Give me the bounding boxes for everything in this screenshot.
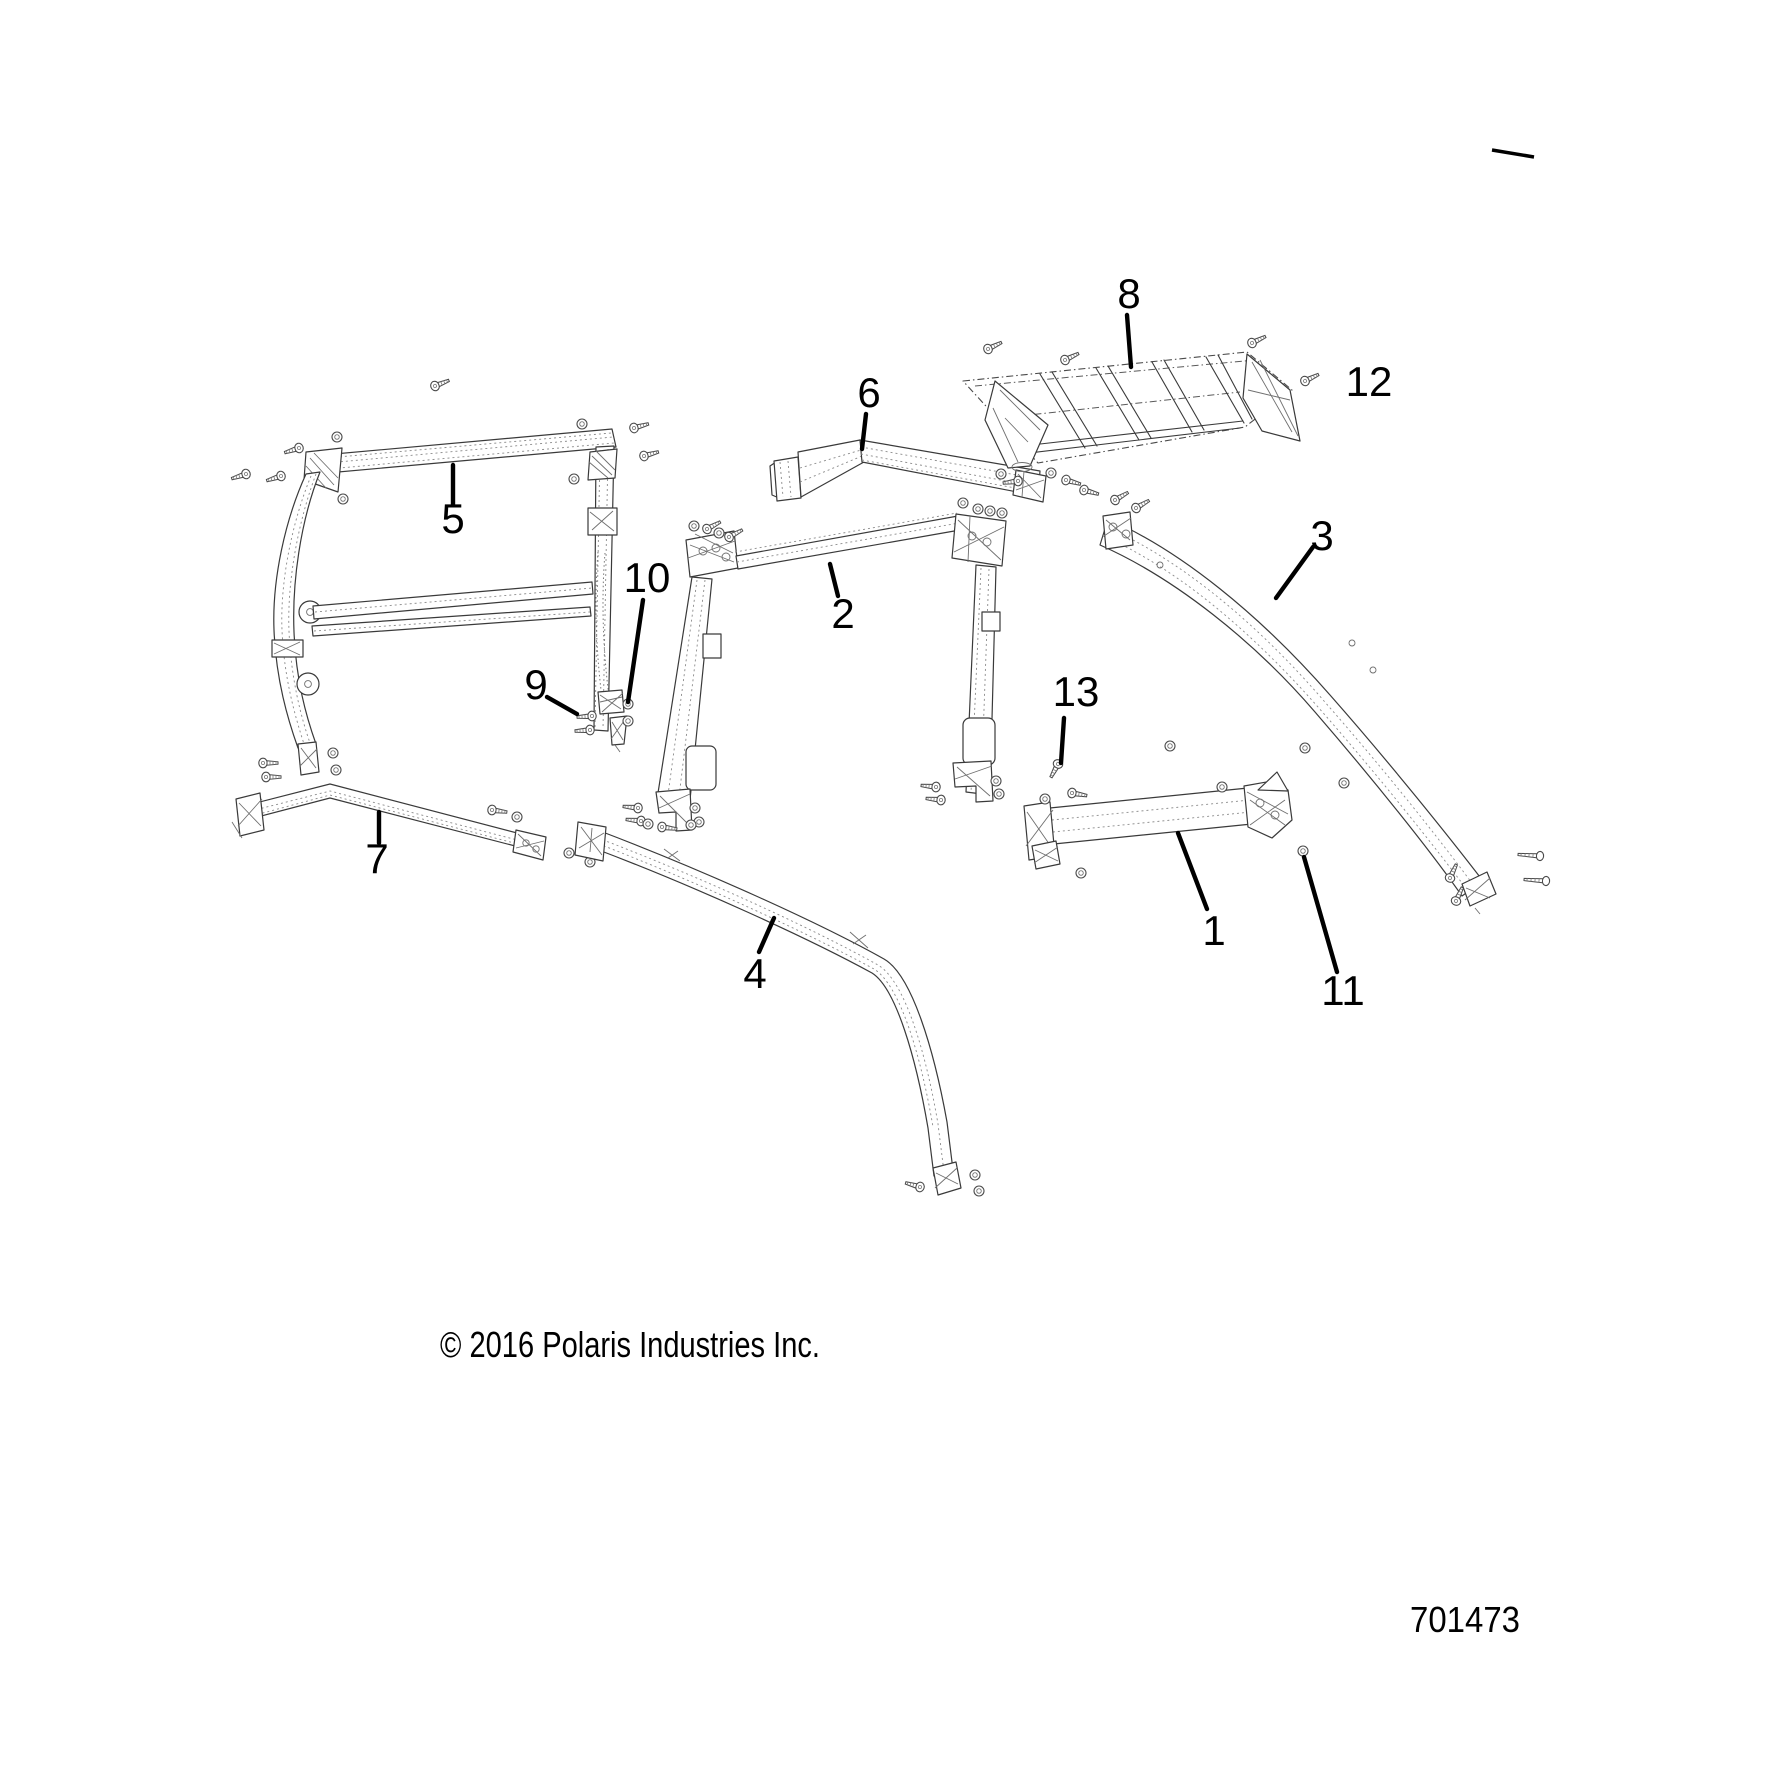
screw-glyph bbox=[261, 771, 282, 783]
nut-glyph bbox=[327, 747, 339, 759]
screw-glyph bbox=[428, 375, 452, 393]
nut-glyph bbox=[568, 473, 580, 485]
screw-glyph bbox=[920, 780, 942, 793]
part-5-rear-cab-frame bbox=[229, 375, 661, 783]
nut-glyph bbox=[957, 497, 969, 509]
screw-glyph bbox=[486, 804, 509, 818]
nut-glyph bbox=[1164, 740, 1176, 752]
screw-glyph bbox=[622, 801, 644, 814]
callout-8: 8 bbox=[1117, 270, 1140, 317]
callout-1: 1 bbox=[1202, 907, 1225, 954]
screw-glyph bbox=[1058, 348, 1082, 367]
part-8-roof-panel bbox=[962, 331, 1322, 489]
screw-glyph bbox=[638, 446, 661, 463]
callout-9: 9 bbox=[524, 661, 547, 708]
corner-tick-mark bbox=[1491, 148, 1535, 159]
callout-4: 4 bbox=[743, 950, 766, 997]
screw-glyph bbox=[1245, 331, 1269, 350]
nut-glyph bbox=[622, 715, 634, 727]
nut-glyph bbox=[330, 764, 342, 776]
screw-glyph bbox=[903, 1177, 926, 1194]
nut-glyph bbox=[563, 847, 575, 859]
part-7-lower-left-bar bbox=[231, 783, 596, 868]
nut-glyph bbox=[1338, 777, 1350, 789]
callout-10: 10 bbox=[624, 554, 671, 601]
callout-7: 7 bbox=[365, 835, 388, 882]
clevis-pin-glyph bbox=[576, 710, 598, 723]
leader-1 bbox=[1175, 830, 1210, 912]
nut-glyph bbox=[984, 505, 996, 517]
nut-glyph bbox=[713, 527, 725, 539]
nut-glyph bbox=[1216, 781, 1228, 793]
screw-glyph bbox=[1066, 786, 1089, 801]
callout-11: 11 bbox=[1321, 967, 1365, 1014]
nut-glyph bbox=[1075, 867, 1087, 879]
screw-glyph bbox=[258, 757, 279, 769]
nut-glyph bbox=[973, 1185, 985, 1197]
leader-10 bbox=[625, 597, 646, 705]
part-1-lower-right-bar bbox=[1023, 740, 1350, 879]
screw-glyph bbox=[282, 441, 306, 458]
screw-glyph bbox=[925, 793, 947, 806]
callout-leaders bbox=[376, 312, 1340, 975]
nut-glyph bbox=[1039, 793, 1051, 805]
bolt-glyph bbox=[1517, 849, 1545, 862]
screw-glyph bbox=[981, 337, 1005, 356]
leader-6 bbox=[859, 411, 869, 452]
diagram-number: 701473 bbox=[1410, 1599, 1520, 1640]
screw-glyph bbox=[656, 821, 679, 835]
nut-glyph bbox=[337, 493, 349, 505]
screw-glyph bbox=[1108, 487, 1131, 507]
callout-13: 13 bbox=[1053, 668, 1100, 715]
screw-glyph bbox=[229, 467, 253, 484]
part-2-center-cab-frame bbox=[622, 497, 1008, 835]
nut-glyph bbox=[990, 775, 1002, 787]
screw-glyph bbox=[1129, 495, 1152, 515]
leader-9 bbox=[544, 694, 580, 717]
leader-8 bbox=[1124, 312, 1134, 370]
nut-glyph bbox=[995, 468, 1007, 480]
nut-glyph bbox=[689, 802, 701, 814]
clevis-pin-glyph bbox=[574, 724, 596, 737]
screw-glyph bbox=[1060, 473, 1083, 490]
part-4-left-side-frame bbox=[574, 821, 985, 1197]
nut-glyph bbox=[972, 503, 984, 515]
leader-13 bbox=[1058, 715, 1067, 766]
leader-3 bbox=[1273, 544, 1316, 601]
screw-glyph bbox=[1078, 483, 1101, 500]
callout-2: 2 bbox=[831, 590, 854, 637]
nut-glyph bbox=[511, 811, 523, 823]
nut-glyph bbox=[1299, 742, 1311, 754]
callout-5: 5 bbox=[441, 495, 464, 542]
copyright-notice: © 2016 Polaris Industries Inc. bbox=[440, 1324, 820, 1365]
nut-glyph-item-11 bbox=[1297, 845, 1309, 857]
callout-numbers: 1 2 3 4 5 6 7 8 9 10 11 12 13 bbox=[365, 270, 1392, 1014]
nut-glyph bbox=[642, 818, 654, 830]
part-3-right-side-frame bbox=[1099, 487, 1551, 915]
nut-glyph bbox=[685, 819, 697, 831]
callout-6: 6 bbox=[857, 369, 880, 416]
callout-12: 12 bbox=[1346, 358, 1393, 405]
nut-glyph bbox=[576, 418, 588, 430]
nut-glyph bbox=[969, 1169, 981, 1181]
nut-glyph bbox=[331, 431, 343, 443]
nut-glyph bbox=[993, 788, 1005, 800]
nut-glyph bbox=[688, 520, 700, 532]
screw-glyph bbox=[264, 469, 288, 486]
screw-glyph bbox=[628, 418, 651, 435]
nut-glyph bbox=[996, 507, 1008, 519]
leader-11 bbox=[1301, 854, 1340, 975]
bolt-glyph bbox=[1523, 874, 1551, 887]
screw-glyph bbox=[1298, 369, 1322, 388]
nut-glyph bbox=[1045, 467, 1057, 479]
leader-2 bbox=[827, 561, 841, 599]
leader-4 bbox=[756, 915, 777, 955]
callout-3: 3 bbox=[1310, 512, 1333, 559]
